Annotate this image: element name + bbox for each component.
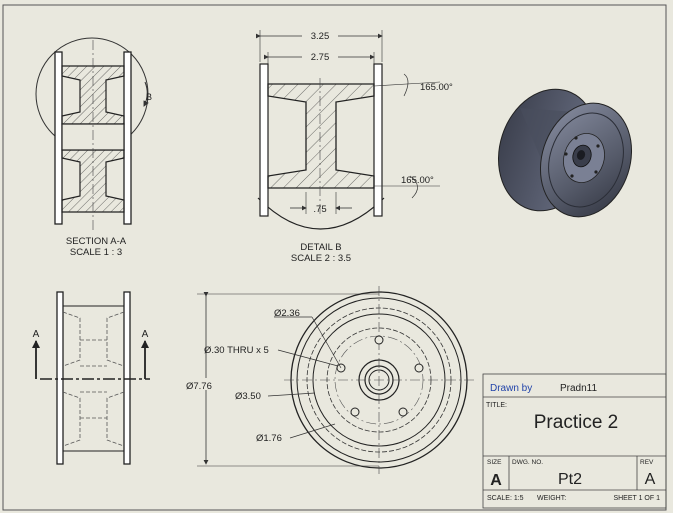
sheet-text: SHEET 1 OF 1 [613, 495, 660, 502]
dim-hub-width: .75 [313, 204, 326, 215]
detail-scale: SCALE 2 : 3.5 [291, 253, 351, 264]
detail-letter: B [146, 92, 152, 102]
dim-angle-bottom: 165.00° [401, 175, 434, 186]
section-label-right: A [142, 329, 149, 340]
scale-text: SCALE: 1:5 [487, 495, 524, 502]
dim-outer-width: 3.25 [311, 31, 330, 42]
dim-hub-dia: Ø1.76 [256, 433, 282, 444]
detail-b-view: 3.25 2.75 165.00° 165.00° .75 DETAIL B S… [256, 30, 453, 264]
title-label: TITLE: [486, 402, 507, 409]
rev-label: REV [640, 459, 654, 466]
section-label-left: A [33, 329, 40, 340]
dim-holes: Ø.30 THRU x 5 [204, 345, 269, 356]
dim-bolt-circle: Ø2.36 [274, 308, 300, 319]
section-scale: SCALE 1 : 3 [70, 247, 122, 258]
size-label: SIZE [487, 459, 502, 466]
rev-value: A [645, 471, 656, 488]
sheet-border [2, 4, 667, 511]
dwg-no-label: DWG. NO. [512, 459, 543, 466]
isometric-model [497, 88, 633, 218]
dwg-no-value: Pt2 [558, 471, 582, 488]
drawn-by-label: Drawn by [490, 383, 532, 394]
dim-inner-width: 2.75 [311, 52, 330, 63]
front-view: Ø7.76 Ø2.36 Ø.30 THRU x 5 Ø3.50 Ø1.76 [186, 286, 474, 474]
dim-outer-dia: Ø7.76 [186, 381, 212, 392]
dim-flange-dia: Ø3.50 [235, 391, 261, 402]
size-value: A [490, 472, 502, 489]
section-a-a-view: B SECTION A-A SCALE 1 : 3 [35, 37, 152, 258]
title-block: Drawn by Pradn11 TITLE: Practice 2 SIZE … [482, 373, 667, 509]
weight-text: WEIGHT: [537, 495, 566, 502]
dim-angle-top: 165.00° [420, 82, 453, 93]
drawn-by-value: Pradn11 [560, 383, 598, 394]
section-title: SECTION A-A [66, 236, 127, 247]
side-view: A A [32, 291, 150, 465]
detail-title: DETAIL B [300, 242, 341, 253]
title-value: Practice 2 [534, 412, 618, 433]
